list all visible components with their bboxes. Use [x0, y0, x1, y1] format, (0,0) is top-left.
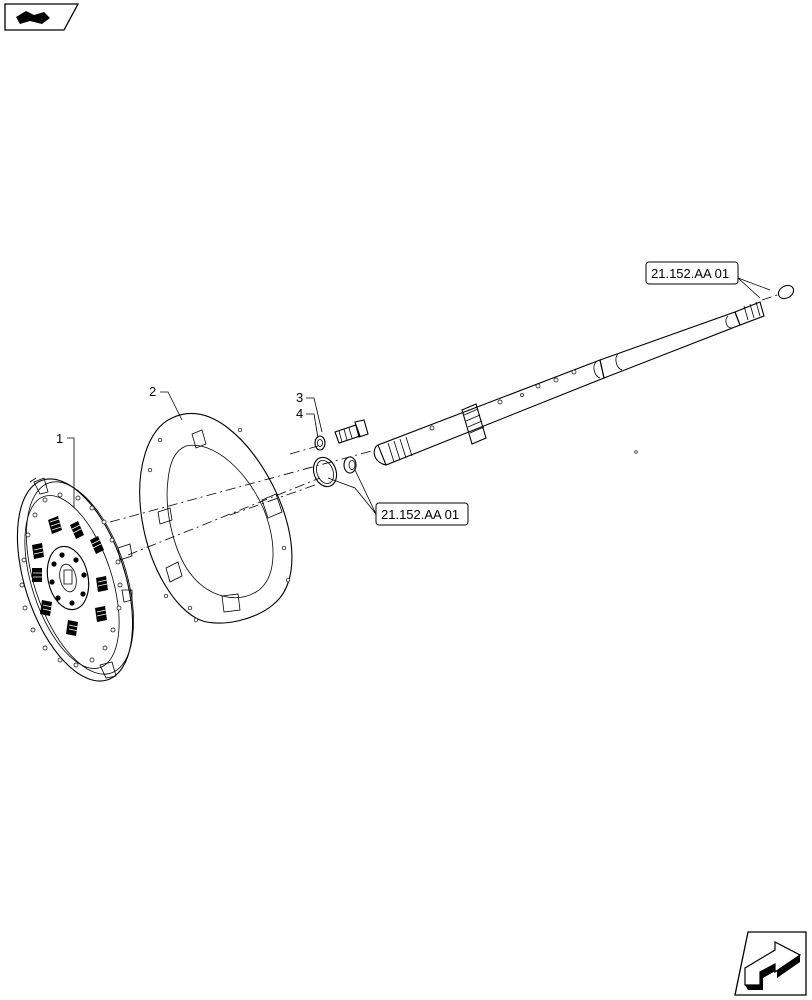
far-snap-ring — [777, 284, 795, 300]
bolt — [334, 419, 369, 444]
callouts: 1 2 3 4 — [56, 384, 303, 446]
reference-label-upper[interactable]: 21.152.AA 01 — [651, 266, 729, 281]
center-lines — [109, 293, 781, 556]
clutch-disc — [16, 477, 134, 682]
bushing — [343, 456, 357, 474]
reference-box-lower[interactable]: 21.152.AA 01 — [375, 502, 469, 526]
adapter-ring — [139, 413, 293, 624]
reference-label-lower[interactable]: 21.152.AA 01 — [381, 507, 459, 522]
next-page-arrow-icon[interactable] — [734, 931, 807, 996]
callout-4: 4 — [296, 406, 303, 421]
input-shaft — [373, 301, 765, 466]
snap-ring — [312, 456, 338, 488]
callout-2: 2 — [149, 384, 156, 399]
callout-3: 3 — [296, 390, 303, 405]
washer — [314, 435, 326, 451]
book-arrow-icon[interactable] — [4, 3, 80, 31]
leader-lines — [67, 277, 771, 515]
callout-1: 1 — [56, 431, 63, 446]
reference-box-upper[interactable]: 21.152.AA 01 — [645, 261, 739, 285]
